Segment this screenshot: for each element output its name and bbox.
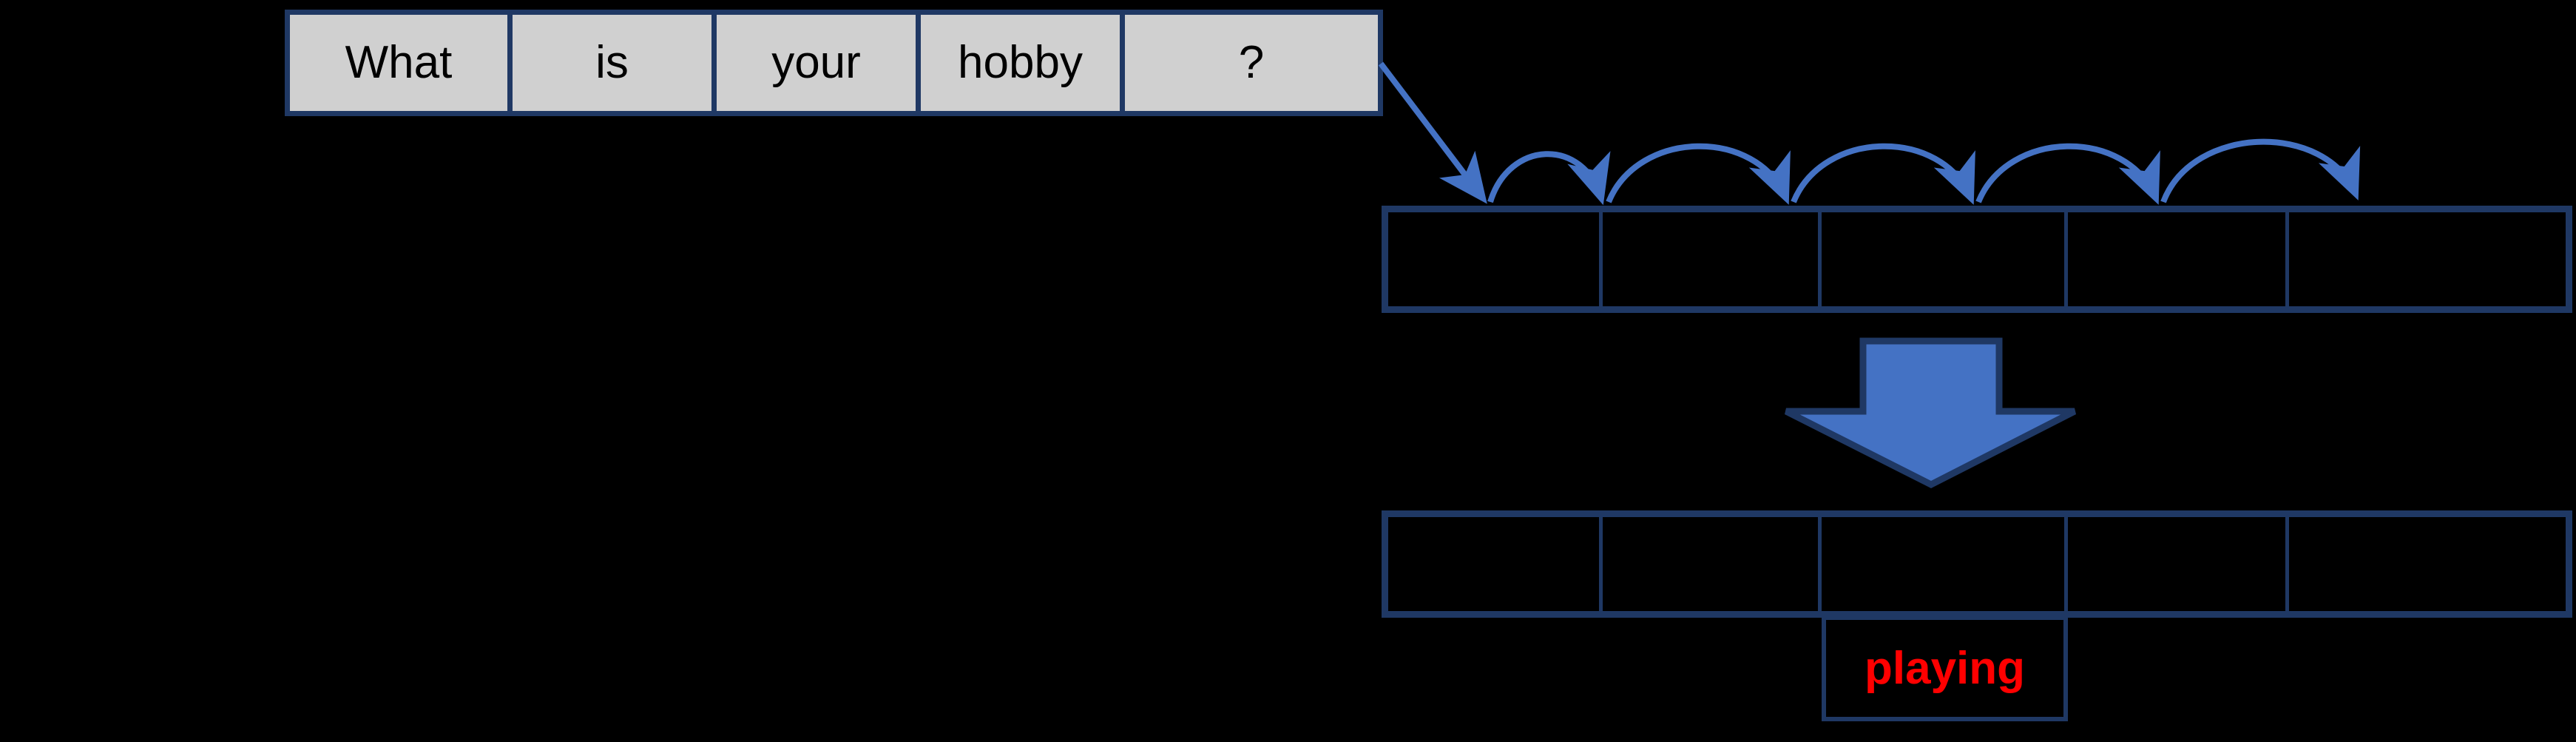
input-token-label: hobby	[958, 37, 1083, 88]
input-token-label: is	[595, 37, 629, 88]
feed-line-connector	[1378, 61, 1487, 204]
input-token-cell[interactable]: What	[290, 15, 513, 111]
encoder-state-cell[interactable]	[2068, 212, 2289, 306]
encoder-state-cell[interactable]	[1822, 212, 2068, 306]
decoder-state-cell[interactable]	[2068, 517, 2289, 611]
transform-down-arrow	[1784, 337, 2077, 489]
input-token-label: your	[771, 37, 861, 88]
recurrent-arc-2	[1606, 143, 1791, 205]
input-token-cell[interactable]: your	[717, 15, 921, 111]
recurrent-arc-3	[1791, 143, 1975, 205]
decoder-state-cell[interactable]	[2289, 517, 2566, 611]
decoder-state-cell[interactable]	[1603, 517, 1822, 611]
input-token-label: What	[345, 37, 453, 88]
encoder-state-table	[1382, 206, 2572, 313]
input-token-label: ?	[1238, 37, 1265, 88]
recurrent-arc-5	[2160, 138, 2361, 203]
input-token-cell[interactable]: ?	[1125, 15, 1378, 111]
decoder-state-cell[interactable]	[1388, 517, 1603, 611]
encoder-state-cell[interactable]	[2289, 212, 2566, 306]
encoder-state-cell[interactable]	[1388, 212, 1603, 306]
decoder-state-cell[interactable]	[1822, 517, 2068, 611]
recurrent-arc-4	[1975, 143, 2160, 205]
recurrent-arc-1	[1487, 151, 1611, 206]
decoder-state-table	[1382, 510, 2572, 618]
encoder-state-cell[interactable]	[1603, 212, 1822, 306]
output-word-cell[interactable]: playing	[1822, 615, 2068, 721]
output-word-label: playing	[1864, 642, 2026, 694]
input-token-cell[interactable]: is	[513, 15, 717, 111]
input-sentence-table: What is your hobby ?	[285, 10, 1383, 116]
input-token-cell[interactable]: hobby	[921, 15, 1125, 111]
